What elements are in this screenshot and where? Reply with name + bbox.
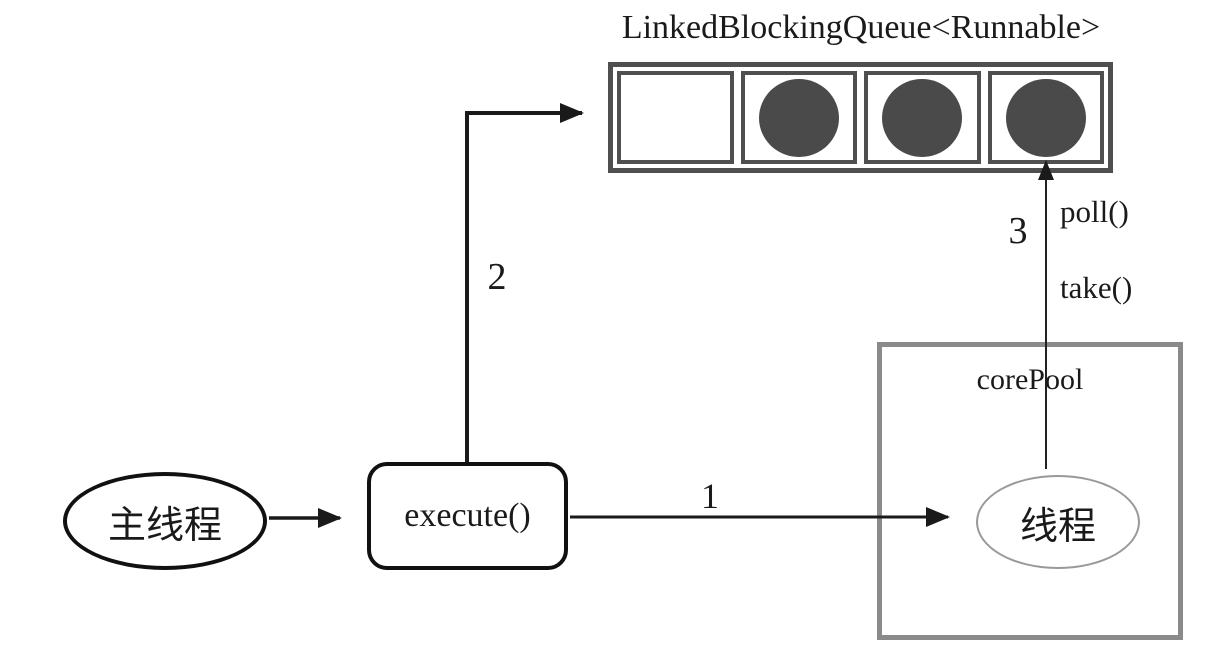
worker-thread-node: 线程 [976,475,1140,569]
task-circle [882,78,963,157]
execute-label: execute() [404,497,531,534]
edge-3-label: 3 [1008,210,1028,252]
take-method-label: take() [1060,270,1133,305]
core-pool-label: corePool [976,363,1084,396]
queue-cell [740,71,857,164]
edge-1-label: 1 [701,476,719,516]
core-pool-box: corePool 线程 [877,342,1183,640]
main-thread-label: 主线程 [107,504,222,547]
queue-title: LinkedBlockingQueue<Runnable> [621,9,1101,46]
queue-box [608,62,1113,173]
execute-node: execute() [367,462,568,570]
task-circle [758,78,839,157]
task-circle [1005,78,1086,157]
edge-2-label: 2 [487,256,507,298]
queue-cell [617,71,734,164]
main-thread-node: 主线程 [63,472,267,570]
queue-cell [987,71,1104,164]
poll-method-label: poll() [1060,194,1129,229]
worker-thread-label: 线程 [1019,505,1096,548]
arrow-execute-to-queue [465,103,584,462]
queue-cell [864,71,981,164]
